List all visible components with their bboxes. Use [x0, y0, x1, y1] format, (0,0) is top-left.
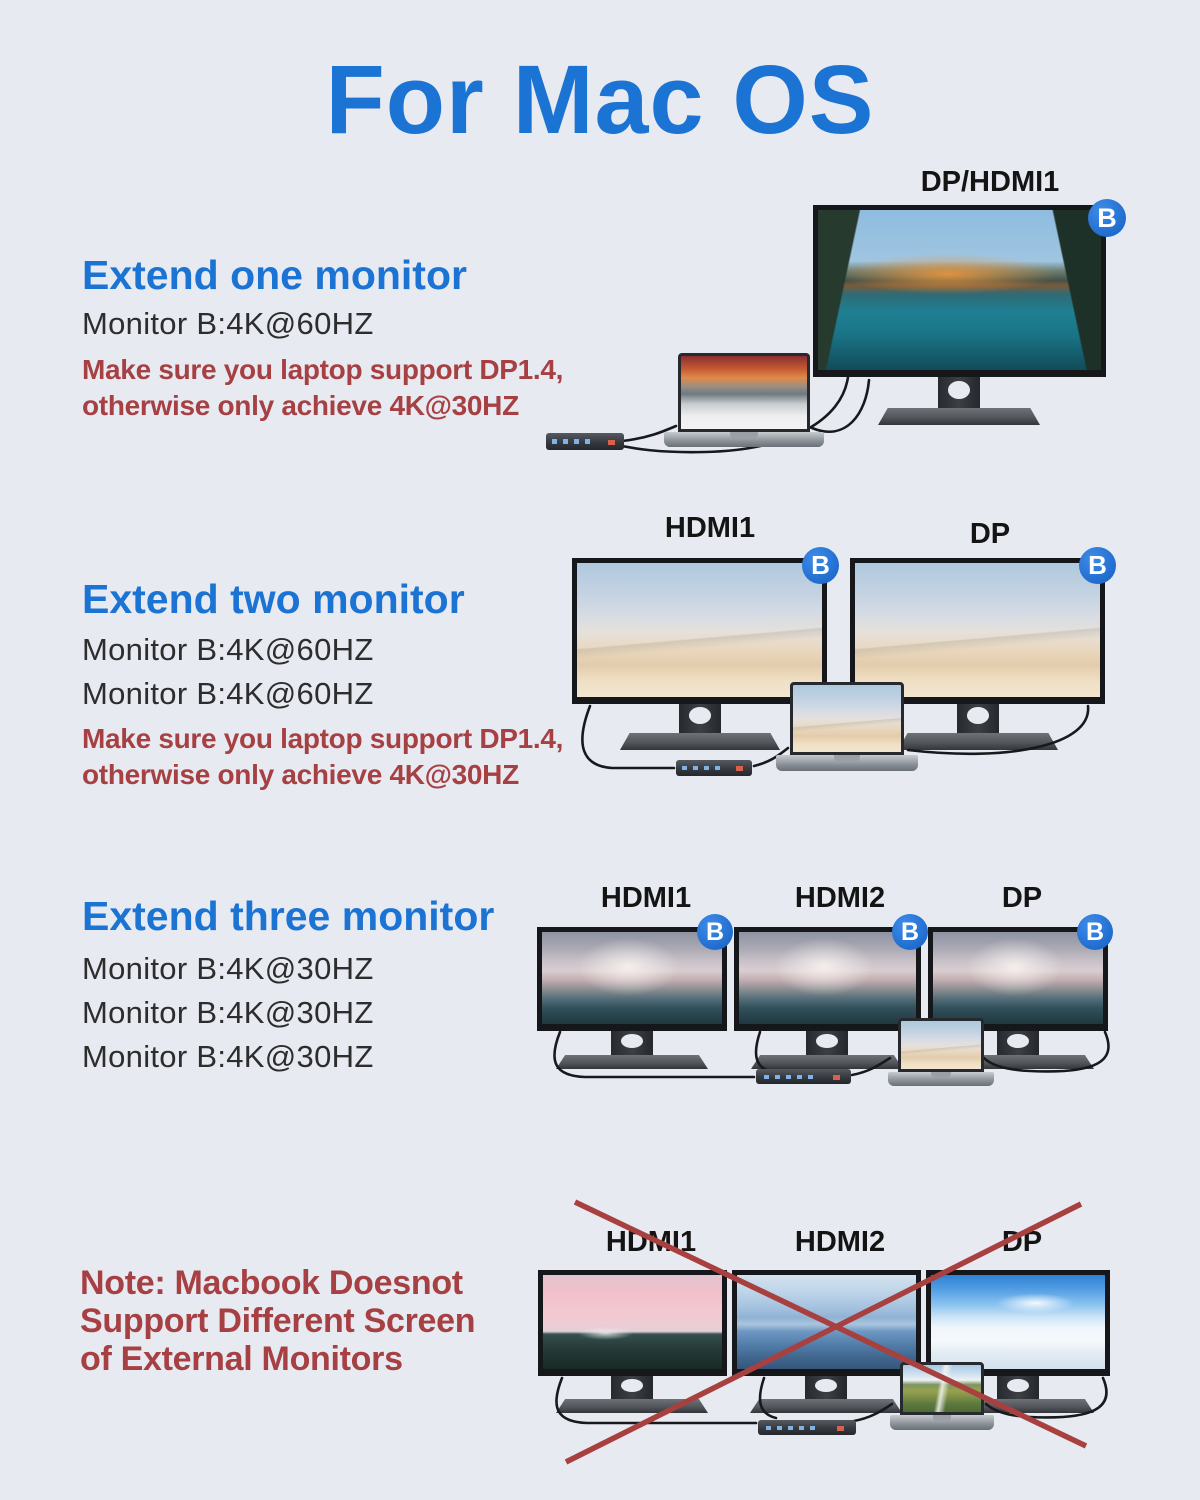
monitor-screen-wallpaper — [542, 932, 722, 1024]
section-three-heading: Extend three monitor — [82, 893, 495, 939]
laptop-screen — [790, 682, 904, 755]
section-two-warning: Make sure you laptop support DP1.4, othe… — [82, 721, 563, 793]
monitor-port-label: DP/HDMI1 — [920, 166, 1060, 198]
warning-line: otherwise only achieve 4K@30HZ — [82, 759, 519, 790]
monitor-stand-base — [556, 1399, 708, 1413]
monitor-port-label: HDMI1 — [605, 1226, 697, 1258]
monitor-stand-neck — [611, 1376, 653, 1399]
monitor-port-label: HDMI2 — [794, 1226, 886, 1258]
section-three-spec: Monitor B:4K@30HZ — [82, 995, 374, 1030]
monitor-stand-neck — [805, 1376, 847, 1399]
section-two-spec: Monitor B:4K@60HZ — [82, 632, 374, 667]
monitor-screen-wallpaper — [577, 563, 822, 697]
monitor-port-label: DP — [1001, 1226, 1043, 1258]
monitor-stand-base — [620, 733, 780, 750]
monitor-stand-base — [750, 1399, 902, 1413]
section-two-spec: Monitor B:4K@60HZ — [82, 676, 374, 711]
docking-station — [546, 433, 624, 450]
monitor-stand-base — [898, 733, 1058, 750]
monitor-stand-neck — [611, 1031, 653, 1055]
monitor-screen-wallpaper — [818, 210, 1101, 370]
b-badge: B — [1079, 547, 1116, 584]
monitor-stand-base — [878, 408, 1040, 425]
monitor-port-label: HDMI1 — [664, 512, 756, 544]
monitor-stand-base — [751, 1055, 903, 1069]
section-one-spec: Monitor B:4K@60HZ — [82, 306, 374, 341]
section-one-warning: Make sure you laptop support DP1.4, othe… — [82, 352, 563, 424]
laptop-base — [664, 432, 824, 447]
laptop-screen — [678, 353, 810, 432]
laptop-screen — [900, 1362, 984, 1415]
monitor — [537, 927, 727, 1031]
note-text: Note: Macbook Doesnot Support Different … — [80, 1264, 476, 1378]
b-badge: B — [697, 914, 733, 950]
b-badge: B — [1077, 914, 1113, 950]
monitor-screen-wallpaper — [855, 563, 1100, 697]
monitor-stand-neck — [806, 1031, 848, 1055]
monitor-stand-neck — [679, 704, 721, 733]
monitor — [734, 927, 921, 1031]
note-line: of External Monitors — [80, 1340, 403, 1378]
monitor — [850, 558, 1105, 704]
b-badge: B — [802, 547, 839, 584]
laptop-base — [776, 755, 918, 771]
section-one-heading: Extend one monitor — [82, 252, 467, 298]
monitor-stand-neck — [938, 377, 980, 408]
monitor-screen-wallpaper — [933, 932, 1103, 1024]
note-line: Note: Macbook Doesnot — [80, 1264, 463, 1302]
warning-line: Make sure you laptop support DP1.4, — [82, 723, 564, 754]
monitor-stand-neck — [997, 1031, 1039, 1055]
monitor — [538, 1270, 727, 1376]
monitor-port-label: HDMI1 — [600, 882, 692, 914]
monitor-port-label: DP — [969, 518, 1011, 550]
monitor-stand-neck — [957, 704, 999, 733]
monitor-screen-wallpaper — [543, 1275, 722, 1369]
monitor — [572, 558, 827, 704]
b-badge: B — [1088, 199, 1126, 237]
warning-line: Make sure you laptop support DP1.4, — [82, 354, 564, 385]
monitor-screen-wallpaper — [931, 1275, 1105, 1369]
laptop-screen — [898, 1018, 984, 1072]
docking-station — [756, 1069, 851, 1084]
monitor — [926, 1270, 1110, 1376]
monitor — [928, 927, 1108, 1031]
docking-station — [676, 760, 752, 776]
monitor-screen-wallpaper — [739, 932, 916, 1024]
warning-line: otherwise only achieve 4K@30HZ — [82, 390, 519, 421]
monitor-screen-wallpaper — [737, 1275, 916, 1369]
laptop-base — [888, 1072, 994, 1086]
monitor-port-label: DP — [1001, 882, 1043, 914]
section-two-heading: Extend two monitor — [82, 576, 465, 622]
docking-station — [758, 1420, 856, 1435]
b-badge: B — [892, 914, 928, 950]
monitor-stand-neck — [997, 1376, 1039, 1399]
monitor — [813, 205, 1106, 377]
page-title: For Mac OS — [325, 45, 875, 154]
section-three-spec: Monitor B:4K@30HZ — [82, 951, 374, 986]
note-line: Support Different Screen — [80, 1302, 476, 1340]
monitor-stand-base — [556, 1055, 708, 1069]
laptop-base — [890, 1415, 994, 1430]
section-three-spec: Monitor B:4K@30HZ — [82, 1039, 374, 1074]
monitor-port-label: HDMI2 — [794, 882, 886, 914]
monitor — [732, 1270, 921, 1376]
